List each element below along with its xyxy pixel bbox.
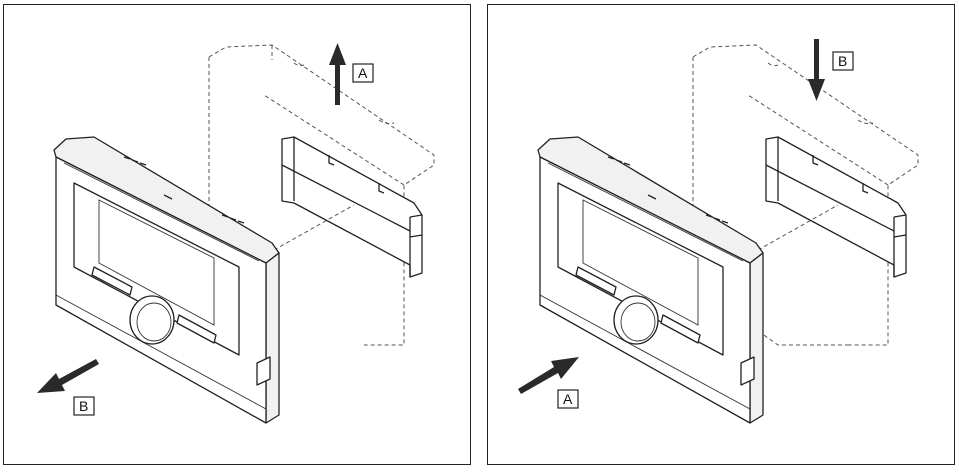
- arrow-out-B: B: [37, 359, 99, 416]
- alignment-line: [757, 204, 839, 251]
- wall-bracket: [281, 136, 423, 278]
- thermostat-device: [53, 136, 280, 424]
- label-box-B: [832, 51, 854, 71]
- removal-illustration: A B: [37, 43, 435, 424]
- alignment-line: [273, 204, 355, 251]
- arrow-down-B: B: [808, 39, 854, 101]
- label-box-A: [352, 63, 374, 83]
- thermostat-device: [537, 136, 764, 424]
- label-B: B: [838, 53, 847, 69]
- panel-removal: A B: [3, 4, 471, 465]
- arrow-up-A: A: [329, 43, 374, 105]
- label-A: A: [563, 391, 573, 407]
- panel-mounting: B A: [487, 4, 955, 465]
- wall-bracket: [765, 136, 907, 278]
- label-A: A: [358, 65, 368, 81]
- label-box-B: [73, 396, 95, 416]
- mounting-illustration: B A: [518, 39, 919, 424]
- label-box-A: [557, 389, 579, 409]
- arrow-in-A: A: [518, 357, 579, 409]
- label-B: B: [79, 398, 88, 414]
